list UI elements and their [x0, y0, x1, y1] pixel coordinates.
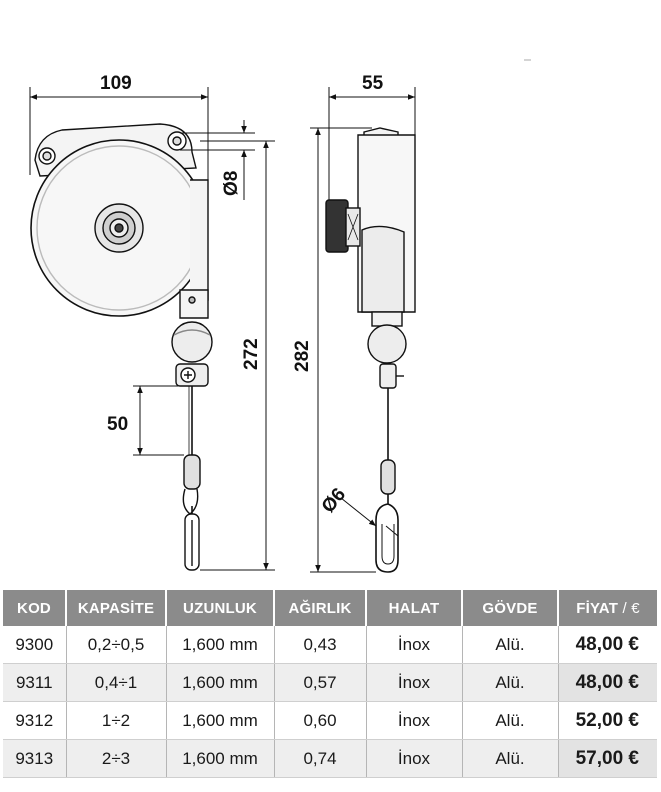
dim-height-front: 272 [241, 338, 262, 370]
header-agirlik: AĞIRLIK [274, 590, 367, 626]
cell-fiyat: 48,00 € [558, 663, 657, 702]
table-header-row: KOD KAPASİTE UZUNLUK AĞIRLIK HALAT GÖVDE… [3, 590, 657, 626]
technical-drawing: 109 Ø8 272 50 [29, 59, 531, 573]
cell-uzunluk: 1,600 mm [166, 701, 275, 740]
header-kod: KOD [3, 590, 67, 626]
stop-ball [171, 321, 213, 363]
cell-agirlik: 0,57 [274, 663, 367, 702]
side-view [325, 127, 416, 573]
cell-govde: Alü. [462, 701, 559, 740]
cell-agirlik: 0,60 [274, 701, 367, 740]
cell-fiyat: 52,00 € [558, 701, 657, 740]
cell-govde: Alü. [462, 626, 559, 664]
cell-kod: 9311 [3, 663, 67, 702]
table-row: 9311 0,4÷1 1,600 mm 0,57 İnox Alü. 48,00… [3, 663, 657, 702]
table-row: 9313 2÷3 1,600 mm 0,74 İnox Alü. 57,00 € [3, 739, 657, 778]
stop-ball-side [367, 324, 407, 364]
header-fiyat: FİYAT / € [558, 590, 657, 626]
cell-kapasite: 0,4÷1 [66, 663, 167, 702]
dim-drop: 50 [107, 414, 128, 435]
cell-halat: İnox [366, 626, 463, 664]
cell-uzunluk: 1,600 mm [166, 739, 275, 778]
header-uzunluk: UZUNLUK [166, 590, 275, 626]
cell-govde: Alü. [462, 739, 559, 778]
table-row: 9300 0,2÷0,5 1,600 mm 0,43 İnox Alü. 48,… [3, 626, 657, 664]
dim-hole-dia: Ø8 [221, 171, 242, 196]
dim-height-side: 282 [292, 340, 313, 372]
cell-fiyat: 57,00 € [558, 739, 657, 778]
table-row: 9312 1÷2 1,600 mm 0,60 İnox Alü. 52,00 € [3, 701, 657, 740]
dim-width-side: 55 [362, 73, 384, 94]
cell-halat: İnox [366, 663, 463, 702]
dim-width-front: 109 [100, 73, 132, 94]
cell-agirlik: 0,43 [274, 626, 367, 664]
header-kapasite: KAPASİTE [66, 590, 167, 626]
cell-uzunluk: 1,600 mm [166, 626, 275, 664]
cell-kod: 9300 [3, 626, 67, 664]
cell-fiyat: 48,00 € [558, 626, 657, 664]
spec-table: KOD KAPASİTE UZUNLUK AĞIRLIK HALAT GÖVDE… [3, 590, 657, 778]
tension-knob [325, 199, 349, 253]
cell-agirlik: 0,74 [274, 739, 367, 778]
dim-hook-dia: Ø6 [318, 484, 350, 517]
cell-halat: İnox [366, 701, 463, 740]
header-halat: HALAT [366, 590, 463, 626]
cell-uzunluk: 1,600 mm [166, 663, 275, 702]
cell-kapasite: 2÷3 [66, 739, 167, 778]
header-govde: GÖVDE [462, 590, 559, 626]
front-view [30, 123, 213, 571]
cell-kod: 9313 [3, 739, 67, 778]
cell-kapasite: 1÷2 [66, 701, 167, 740]
cell-halat: İnox [366, 739, 463, 778]
cell-kod: 9312 [3, 701, 67, 740]
cell-kapasite: 0,2÷0,5 [66, 626, 167, 664]
cell-govde: Alü. [462, 663, 559, 702]
